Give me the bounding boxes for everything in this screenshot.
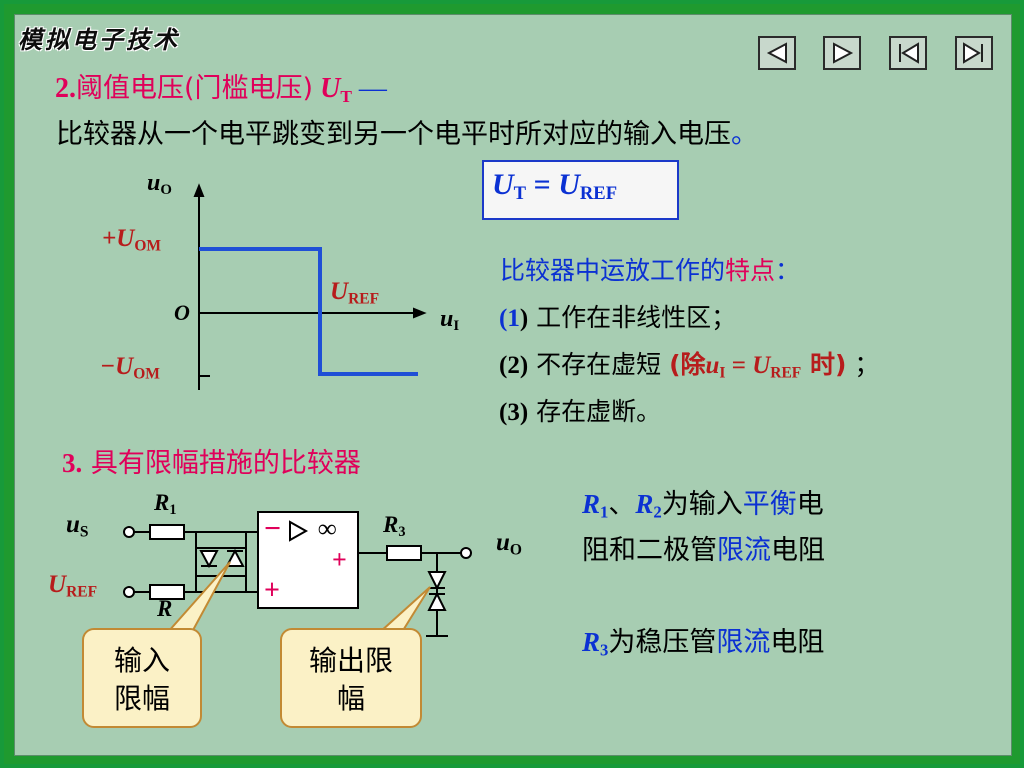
- graph-y-label: uO: [147, 170, 172, 199]
- first-slide-button[interactable]: [889, 36, 927, 70]
- resistor-r2-label: R: [157, 596, 173, 621]
- opamp-output-sign: +: [332, 545, 347, 574]
- threshold-definition: 比较器从一个电平跳变到另一个电平时所对应的输入电压。: [56, 119, 758, 150]
- features-heading: 比较器中运放工作的特点：: [500, 256, 801, 285]
- transfer-curve: [199, 247, 418, 376]
- last-slide-button[interactable]: [955, 36, 993, 70]
- output-callout-pointer: [377, 586, 431, 633]
- threshold-formula-box: [482, 160, 679, 220]
- triangle-left-icon: [766, 42, 787, 64]
- circuit-input-us: uS: [66, 511, 89, 541]
- note-r1-r2: R1、R2为输入平衡电: [582, 489, 824, 522]
- prev-slide-button[interactable]: [758, 36, 796, 70]
- opamp-noninverting-sign: +: [264, 575, 280, 606]
- course-logo: 模拟电子技术: [18, 26, 180, 54]
- graph-threshold-label: UREF: [330, 278, 380, 308]
- circuit-reference-voltage: UREF: [48, 571, 98, 601]
- comparator-circuit: [123, 511, 472, 637]
- note-r3: R3为稳压管限流电阻: [582, 627, 825, 660]
- circuit-output-uo: uO: [496, 529, 522, 559]
- resistor-r1-label: R1: [154, 490, 177, 518]
- resistor-r3-label: R3: [383, 512, 406, 540]
- note-r1-r2-cont: 阻和二极管限流电阻: [582, 535, 825, 566]
- output-limiting-callout: 输出限 幅: [280, 628, 422, 728]
- feature-item-2: (2) 不存在虚短 (除uI = UREF 时) ；: [499, 350, 880, 382]
- threshold-formula: UT = UREF: [492, 168, 618, 205]
- graph-positive-level: +UOM: [102, 225, 161, 255]
- graph-origin: O: [174, 300, 190, 325]
- input-limiting-callout: 输入 限幅: [82, 628, 202, 728]
- feature-item-3: (3) 存在虚断。: [499, 397, 662, 426]
- opamp-inverting-sign: −: [264, 512, 282, 545]
- graph-axes: [193, 183, 427, 390]
- triangle-right-icon: [833, 42, 854, 64]
- graph-negative-level: −UOM: [100, 353, 160, 383]
- skip-to-last-icon: [963, 42, 983, 64]
- skip-to-first-icon: [899, 42, 919, 64]
- graph-x-label: uI: [440, 306, 460, 335]
- section-3-heading: 3. 具有限幅措施的比较器: [62, 448, 361, 479]
- feature-item-1: (1) 工作在非线性区；: [499, 303, 737, 332]
- section-2-heading: 2.阈值电压(门槛电压) UT —: [55, 73, 387, 106]
- next-slide-button[interactable]: [823, 36, 861, 70]
- opamp-infinity-gain: ∞: [318, 514, 337, 543]
